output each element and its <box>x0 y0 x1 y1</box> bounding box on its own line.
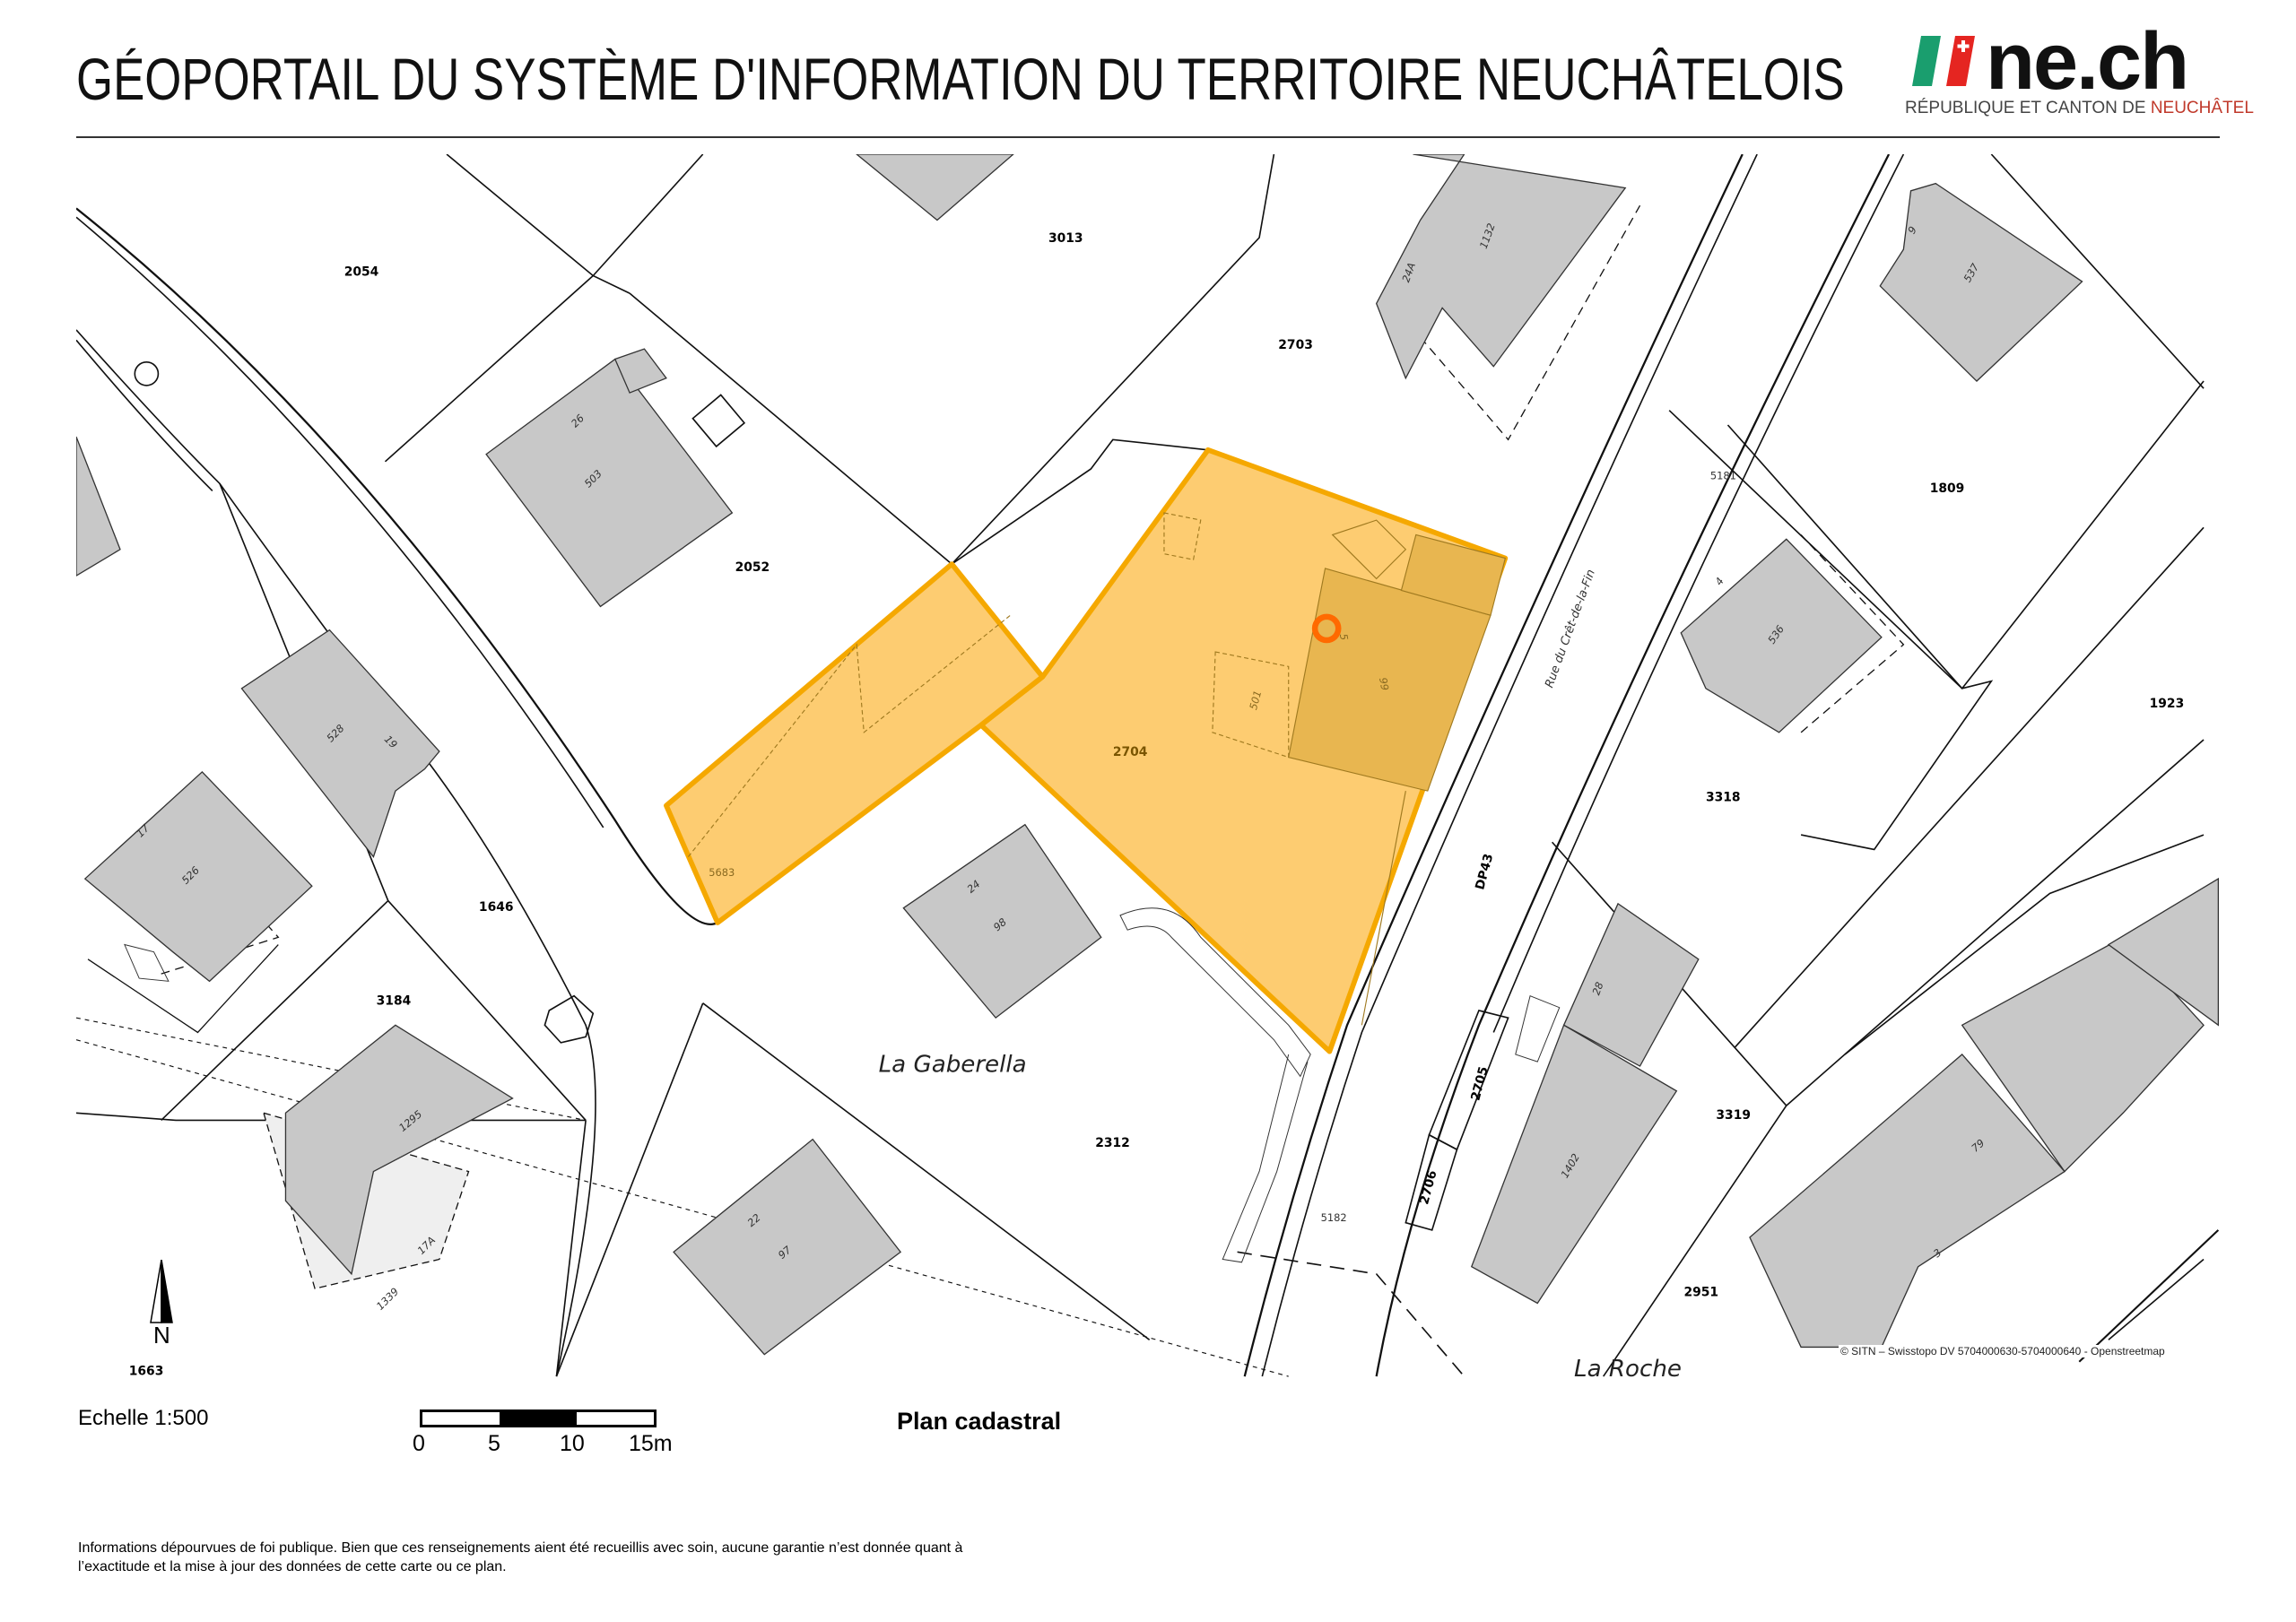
logo-subtitle: RÉPUBLIQUE ET CANTON DE NEUCHÂTEL <box>1905 99 2254 118</box>
north-arrow-icon: N <box>150 1260 173 1345</box>
scale-tick-15m: 15m <box>629 1431 673 1456</box>
svg-text:1339: 1339 <box>374 1285 401 1312</box>
plan-title: Plan cadastral <box>897 1408 1062 1435</box>
parcel-label: 5683 <box>709 866 735 879</box>
parcel-label: 5182 <box>1321 1211 1347 1224</box>
location-marker-icon <box>1311 613 1342 644</box>
page-title: GÉOPORTAIL DU SYSTÈME D'INFORMATION DU T… <box>76 46 1845 112</box>
svg-text:N: N <box>153 1322 170 1345</box>
parcel-label: 2052 <box>735 560 770 575</box>
parcel-label: 5181 <box>1710 469 1736 481</box>
parcel-label: 3318 <box>1706 791 1741 805</box>
parcel-label: 2703 <box>1278 338 1313 352</box>
road-label: Rue du Crêt-de-la-Fin <box>1543 568 1598 690</box>
parcel-label: 1923 <box>2150 697 2185 711</box>
scale-seg-1 <box>422 1412 500 1425</box>
place-label-la-roche: La Roche <box>1574 1356 1682 1381</box>
flag-bars-icon <box>1912 36 1975 86</box>
svg-text:19: 19 <box>382 733 400 750</box>
canton-logo[interactable]: ne.ch RÉPUBLIQUE ET CANTON DE NEUCHÂTEL <box>1903 17 2254 124</box>
svg-text:28: 28 <box>1589 980 1605 996</box>
logo-subtitle-canton: NEUCHÂTEL <box>2150 99 2254 117</box>
svg-text:501: 501 <box>1247 689 1264 711</box>
map-copyright: © SITN – Swisstopo DV 5704000630-5704000… <box>1839 1345 2167 1357</box>
svg-text:5: 5 <box>1337 633 1351 642</box>
parcel-label: 2054 <box>344 265 379 279</box>
parcel-label: 2951 <box>1684 1285 1719 1299</box>
parcel-label: 2705 <box>1468 1065 1491 1102</box>
parcel-label: 1646 <box>479 900 514 915</box>
parcel-label: 3184 <box>377 993 412 1008</box>
logo-wordmark: ne.ch <box>1986 17 2189 107</box>
map-canvas: 2054 3013 2703 1809 2052 5181 1923 2704 … <box>76 154 2220 1381</box>
scale-seg-2 <box>500 1412 577 1425</box>
cadastral-map[interactable]: 2054 3013 2703 1809 2052 5181 1923 2704 … <box>76 154 2220 1381</box>
parcel-label: 3319 <box>1716 1108 1751 1123</box>
svg-text:4: 4 <box>1712 575 1726 587</box>
svg-text:99: 99 <box>1377 677 1391 692</box>
header-divider <box>76 136 2220 138</box>
parcel-label: 3013 <box>1048 231 1083 246</box>
parcel-label: 1809 <box>1930 481 1965 496</box>
parcel-label: DP43 <box>1473 852 1496 891</box>
scale-ticks: 0 5 10 15m <box>409 1431 696 1458</box>
scale-label: Echelle 1:500 <box>78 1406 209 1430</box>
place-label-la-gaberella: La Gaberella <box>879 1052 1027 1079</box>
logo-subtitle-prefix: RÉPUBLIQUE ET CANTON DE <box>1905 99 2151 117</box>
disclaimer-text: Informations dépourvues de foi publique.… <box>78 1540 963 1574</box>
scale-tick-5: 5 <box>488 1431 500 1456</box>
scale-bar <box>420 1409 657 1427</box>
scale-tick-10: 10 <box>560 1431 585 1456</box>
parcel-label: 2706 <box>1417 1169 1439 1206</box>
parcel-label: 1663 <box>129 1364 164 1378</box>
scale-tick-0: 0 <box>413 1431 425 1456</box>
scale-seg-3 <box>577 1412 654 1425</box>
parcel-label: 2312 <box>1095 1136 1130 1150</box>
parcel-label: 2704 <box>1113 745 1148 759</box>
